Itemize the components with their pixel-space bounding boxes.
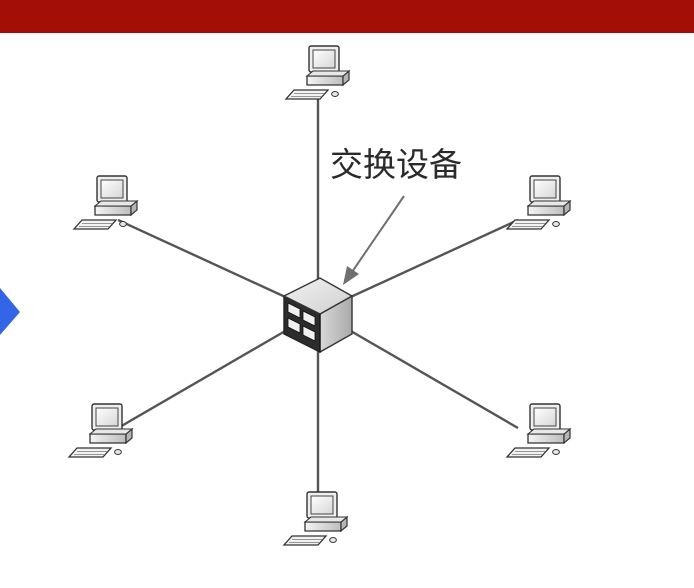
computer-node-top	[285, 45, 350, 100]
computer-icon	[283, 491, 348, 546]
computer-icon	[285, 45, 350, 100]
computer-node-upper-left	[73, 175, 138, 230]
computer-icon	[73, 175, 138, 230]
computer-node-lower-left	[68, 403, 133, 458]
computer-node-upper-right	[506, 175, 571, 230]
computer-icon	[506, 175, 571, 230]
label-pointer-arrow	[343, 195, 405, 285]
top-bar	[0, 0, 694, 33]
switch-device-icon	[282, 277, 354, 354]
switch-label: 交换设备	[330, 145, 462, 184]
computer-icon	[68, 403, 133, 458]
computer-node-bottom	[283, 491, 348, 546]
computer-icon	[506, 403, 571, 458]
computer-node-lower-right	[506, 403, 571, 458]
